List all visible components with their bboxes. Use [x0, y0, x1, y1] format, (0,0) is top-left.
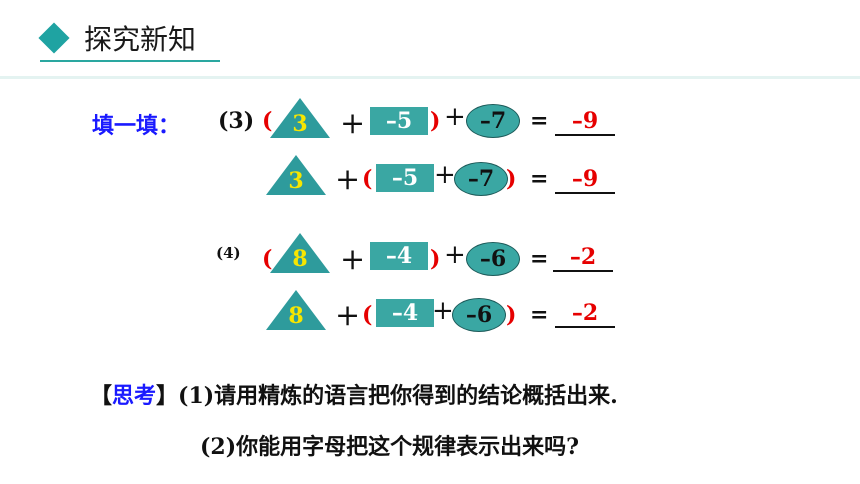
square-number: –4 — [370, 242, 428, 270]
problem-tag-3: (3) — [218, 108, 255, 134]
plus-sign: + — [340, 242, 366, 277]
triangle-number: 3 — [292, 111, 308, 137]
fill-label: 填一填： — [92, 114, 181, 139]
left-paren: ( — [362, 302, 373, 328]
question-2: (2)你能用字母把这个规律表示出来吗? — [200, 434, 580, 460]
equals-sign: = — [530, 166, 549, 192]
plus-sign: + — [444, 240, 466, 270]
left-paren: ( — [262, 246, 273, 272]
ellipse-number: –6 — [466, 242, 520, 276]
plus-sign: + — [335, 162, 361, 197]
bracket-close: 】 — [156, 383, 179, 409]
answer: –2 — [555, 300, 615, 328]
triangle-number: 3 — [288, 168, 304, 194]
plus-sign: + — [444, 102, 466, 132]
right-paren: ) — [506, 302, 517, 328]
equals-sign: = — [530, 108, 549, 134]
answer: –9 — [555, 108, 615, 136]
ellipse-number: –7 — [454, 162, 508, 196]
square-number: –5 — [376, 164, 434, 192]
section-title: 探究新知 — [84, 23, 197, 56]
header-divider — [0, 76, 860, 79]
question-1: (1)请用精炼的语言把你得到的结论概括出来. — [178, 383, 618, 409]
triangle-number: 8 — [292, 246, 308, 272]
triangle-shape — [266, 290, 326, 330]
triangle-shape — [266, 155, 326, 195]
think-heading: 【思考】(1)请用精炼的语言把你得到的结论概括出来. — [90, 378, 618, 410]
answer: –9 — [555, 166, 615, 194]
ellipse-number: –7 — [466, 104, 520, 138]
plus-sign: + — [432, 296, 454, 326]
equals-sign: = — [530, 246, 549, 272]
plus-sign: + — [340, 106, 366, 141]
triangle-shape — [270, 233, 330, 273]
right-paren: ) — [430, 108, 441, 134]
left-paren: ( — [262, 108, 273, 134]
answer: –2 — [553, 244, 613, 272]
left-paren: ( — [362, 166, 373, 192]
equals-sign: = — [530, 302, 549, 328]
right-paren: ) — [430, 246, 441, 272]
triangle-number: 8 — [288, 303, 304, 329]
plus-sign: + — [335, 298, 361, 333]
problem-tag-4: (4) — [216, 244, 241, 262]
square-number: –5 — [370, 107, 428, 135]
think-word: 思考 — [112, 383, 157, 409]
right-paren: ) — [506, 166, 517, 192]
title-underline — [40, 60, 220, 62]
square-number: –4 — [376, 299, 434, 327]
plus-sign: + — [434, 160, 456, 190]
bracket-open: 【 — [90, 383, 113, 409]
triangle-shape — [270, 98, 330, 138]
ellipse-number: –6 — [452, 298, 506, 332]
diamond-icon — [38, 22, 70, 54]
